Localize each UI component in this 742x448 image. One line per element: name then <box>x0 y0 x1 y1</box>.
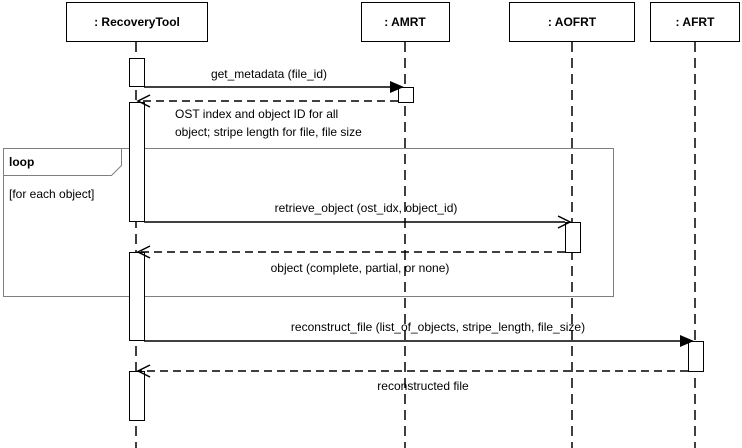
lifeline-title-amrt: : AMRT <box>384 15 426 29</box>
activation-recoverytool-3 <box>129 252 145 341</box>
lifeline-header-recoverytool <box>66 2 208 42</box>
activation-afrt <box>688 341 704 372</box>
message-retrieve-object-arrowhead <box>557 215 572 229</box>
message-reconstructed-reply-arrowhead <box>136 364 151 378</box>
lifeline-header-afrt <box>650 2 740 42</box>
message-object-reply-arrowhead <box>136 245 151 259</box>
lifeline-title-aofrt: : AOFRT <box>548 15 597 29</box>
lifeline-header-aofrt <box>509 2 635 42</box>
activation-recoverytool-1 <box>129 58 145 87</box>
message-reconstructed-reply-label: reconstructed file <box>377 379 469 393</box>
message-metadata-reply-arrowhead <box>136 94 151 108</box>
loop-keyword: loop <box>9 155 34 169</box>
activation-amrt <box>398 87 414 103</box>
message-get-metadata-arrowhead <box>390 81 404 93</box>
message-metadata-reply-label-line1: OST index and object ID for all <box>175 107 338 121</box>
lifeline-title-recoverytool: : RecoveryTool <box>94 15 180 29</box>
activation-aofrt <box>565 222 581 253</box>
message-metadata-reply-label-line2: object; stripe length for file, file siz… <box>175 125 362 139</box>
lifeline-header-amrt <box>361 2 450 42</box>
activation-recoverytool-2 <box>129 102 145 222</box>
message-retrieve-object-label: retrieve_object (ost_idx, object_id) <box>275 201 458 215</box>
activation-recoverytool-4 <box>129 371 145 421</box>
message-object-reply-label: object (complete, partial, or none) <box>271 261 450 275</box>
message-get-metadata-label: get_metadata (file_id) <box>211 67 327 81</box>
loop-fragment <box>3 148 614 297</box>
lifeline-title-afrt: : AFRT <box>676 15 716 29</box>
loop-fragment-tab <box>3 148 122 176</box>
message-reconstruct-file-label: reconstruct_file (list_of_objects, strip… <box>291 320 585 334</box>
message-reconstruct-file-arrowhead <box>680 335 694 347</box>
loop-guard: [for each object] <box>9 187 94 201</box>
